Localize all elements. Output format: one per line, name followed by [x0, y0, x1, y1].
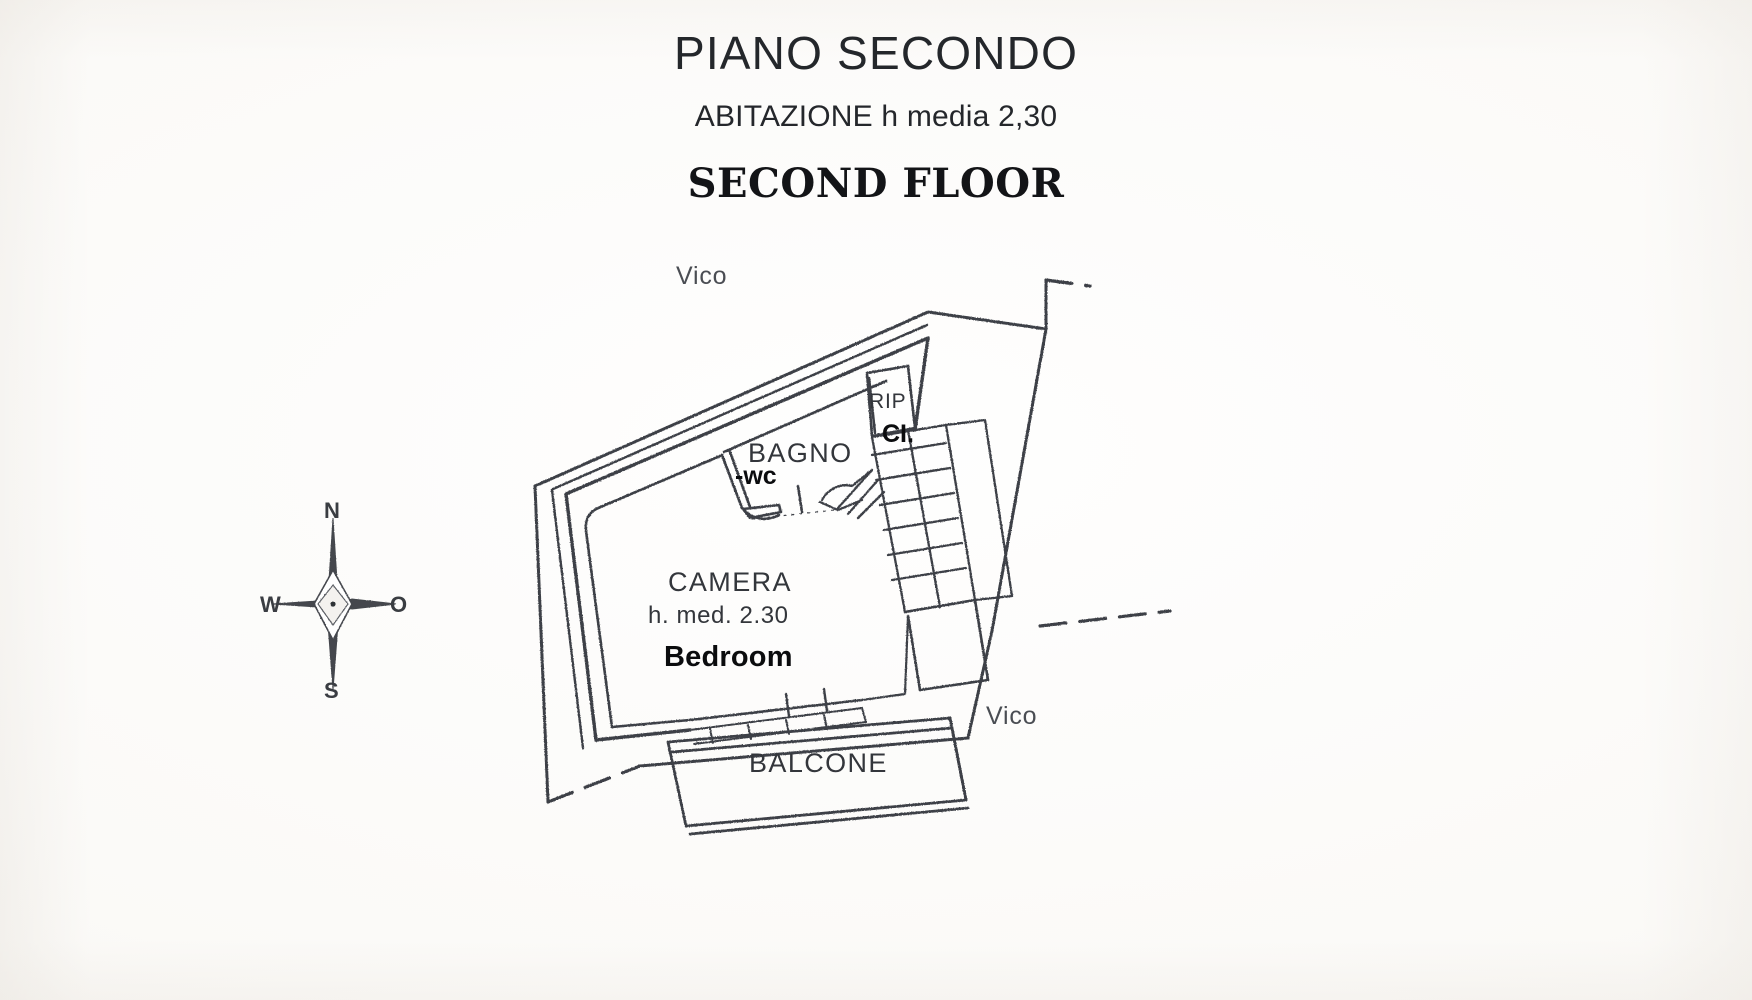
- room-dimension-camera: h. med. 2.30: [648, 602, 789, 629]
- room-label-bagno: BAGNO: [748, 438, 853, 468]
- wall-thickness-top: [551, 323, 929, 491]
- room-label-camera-english: Bedroom: [664, 641, 793, 673]
- balcony: [666, 716, 970, 836]
- room-label-rip-english: CI.: [882, 420, 914, 448]
- outer-wall-envelope: [533, 279, 1048, 804]
- street-boundary-right: [1038, 609, 1172, 628]
- room-label-balcone: BALCONE: [749, 748, 888, 778]
- room-label-camera: CAMERA: [668, 567, 792, 597]
- room-label-bagno-english: -wc: [735, 462, 777, 490]
- street-boundary-top: [1044, 278, 1092, 288]
- street-label-right: Vico: [986, 702, 1038, 730]
- page-title-english: SECOND FLOOR: [687, 160, 1065, 207]
- compass-label-east: O: [390, 592, 408, 617]
- street-label-top: Vico: [676, 262, 728, 290]
- compass-label-north: N: [324, 498, 340, 523]
- room-bagno-walls: [720, 379, 888, 521]
- room-label-rip: RIP: [869, 390, 907, 413]
- compass-rose: [271, 517, 397, 691]
- page-subtitle: ABITAZIONE h media 2,30: [694, 100, 1058, 133]
- door-jamb-marks: [860, 614, 910, 702]
- landing-area: [903, 598, 990, 692]
- street-boundary-bottom-left: [546, 764, 642, 804]
- compass-label-south: S: [324, 678, 339, 703]
- page-title: PIANO SECONDO: [673, 27, 1079, 79]
- apartment-outline: [564, 336, 930, 742]
- balcony-railing-hatch: [689, 687, 867, 745]
- room-rip-walls: [865, 364, 917, 438]
- wall-thickness-left: [550, 488, 585, 750]
- room-camera-walls: [584, 454, 864, 729]
- compass-label-west: W: [260, 592, 281, 617]
